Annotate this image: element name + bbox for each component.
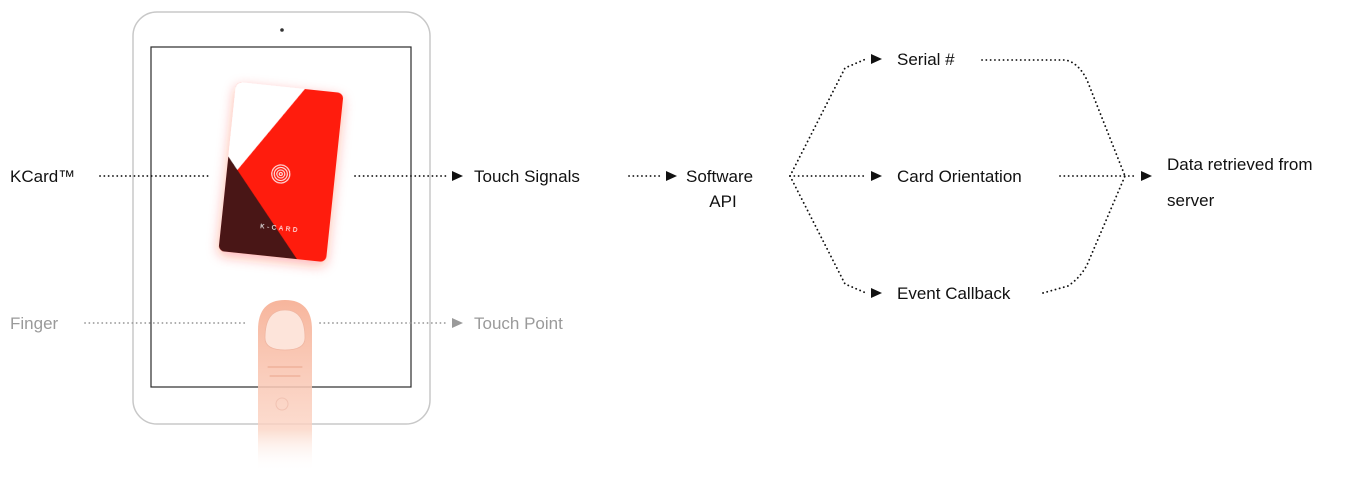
api-to-serial-connector [789,58,867,177]
software-api-label-line1: Software [686,167,753,186]
touch-point-label: Touch Point [474,314,563,333]
arrow-icon [871,171,882,181]
arrow-icon [452,171,463,181]
finger-image [258,300,312,472]
kcard-image: K-CARD [218,81,344,263]
fingerprint-icon [271,164,291,184]
labels: KCard™ Touch Signals Software API Serial… [10,50,1313,333]
arrow-icon [452,318,463,328]
arrow-icon [666,171,677,181]
card-brand-text: K-CARD [260,223,300,234]
connectors [84,54,1152,328]
software-api-label-line2: API [709,192,736,211]
arrow-icon [871,54,882,64]
tablet-camera-icon [280,28,284,32]
kcard-label: KCard™ [10,167,75,186]
arrow-icon [1141,171,1152,181]
api-to-callback-connector [789,175,867,294]
finger-label: Finger [10,314,59,333]
data-retrieved-label-line1: Data retrieved from [1167,155,1313,174]
touch-signals-label: Touch Signals [474,167,580,186]
arrow-icon [871,288,882,298]
data-retrieved-label-line2: server [1167,191,1215,210]
serial-to-server-connector [981,59,1126,177]
serial-label: Serial # [897,50,955,69]
callback-to-server-connector [1042,175,1126,294]
event-callback-label: Event Callback [897,284,1011,303]
card-orientation-label: Card Orientation [897,167,1022,186]
